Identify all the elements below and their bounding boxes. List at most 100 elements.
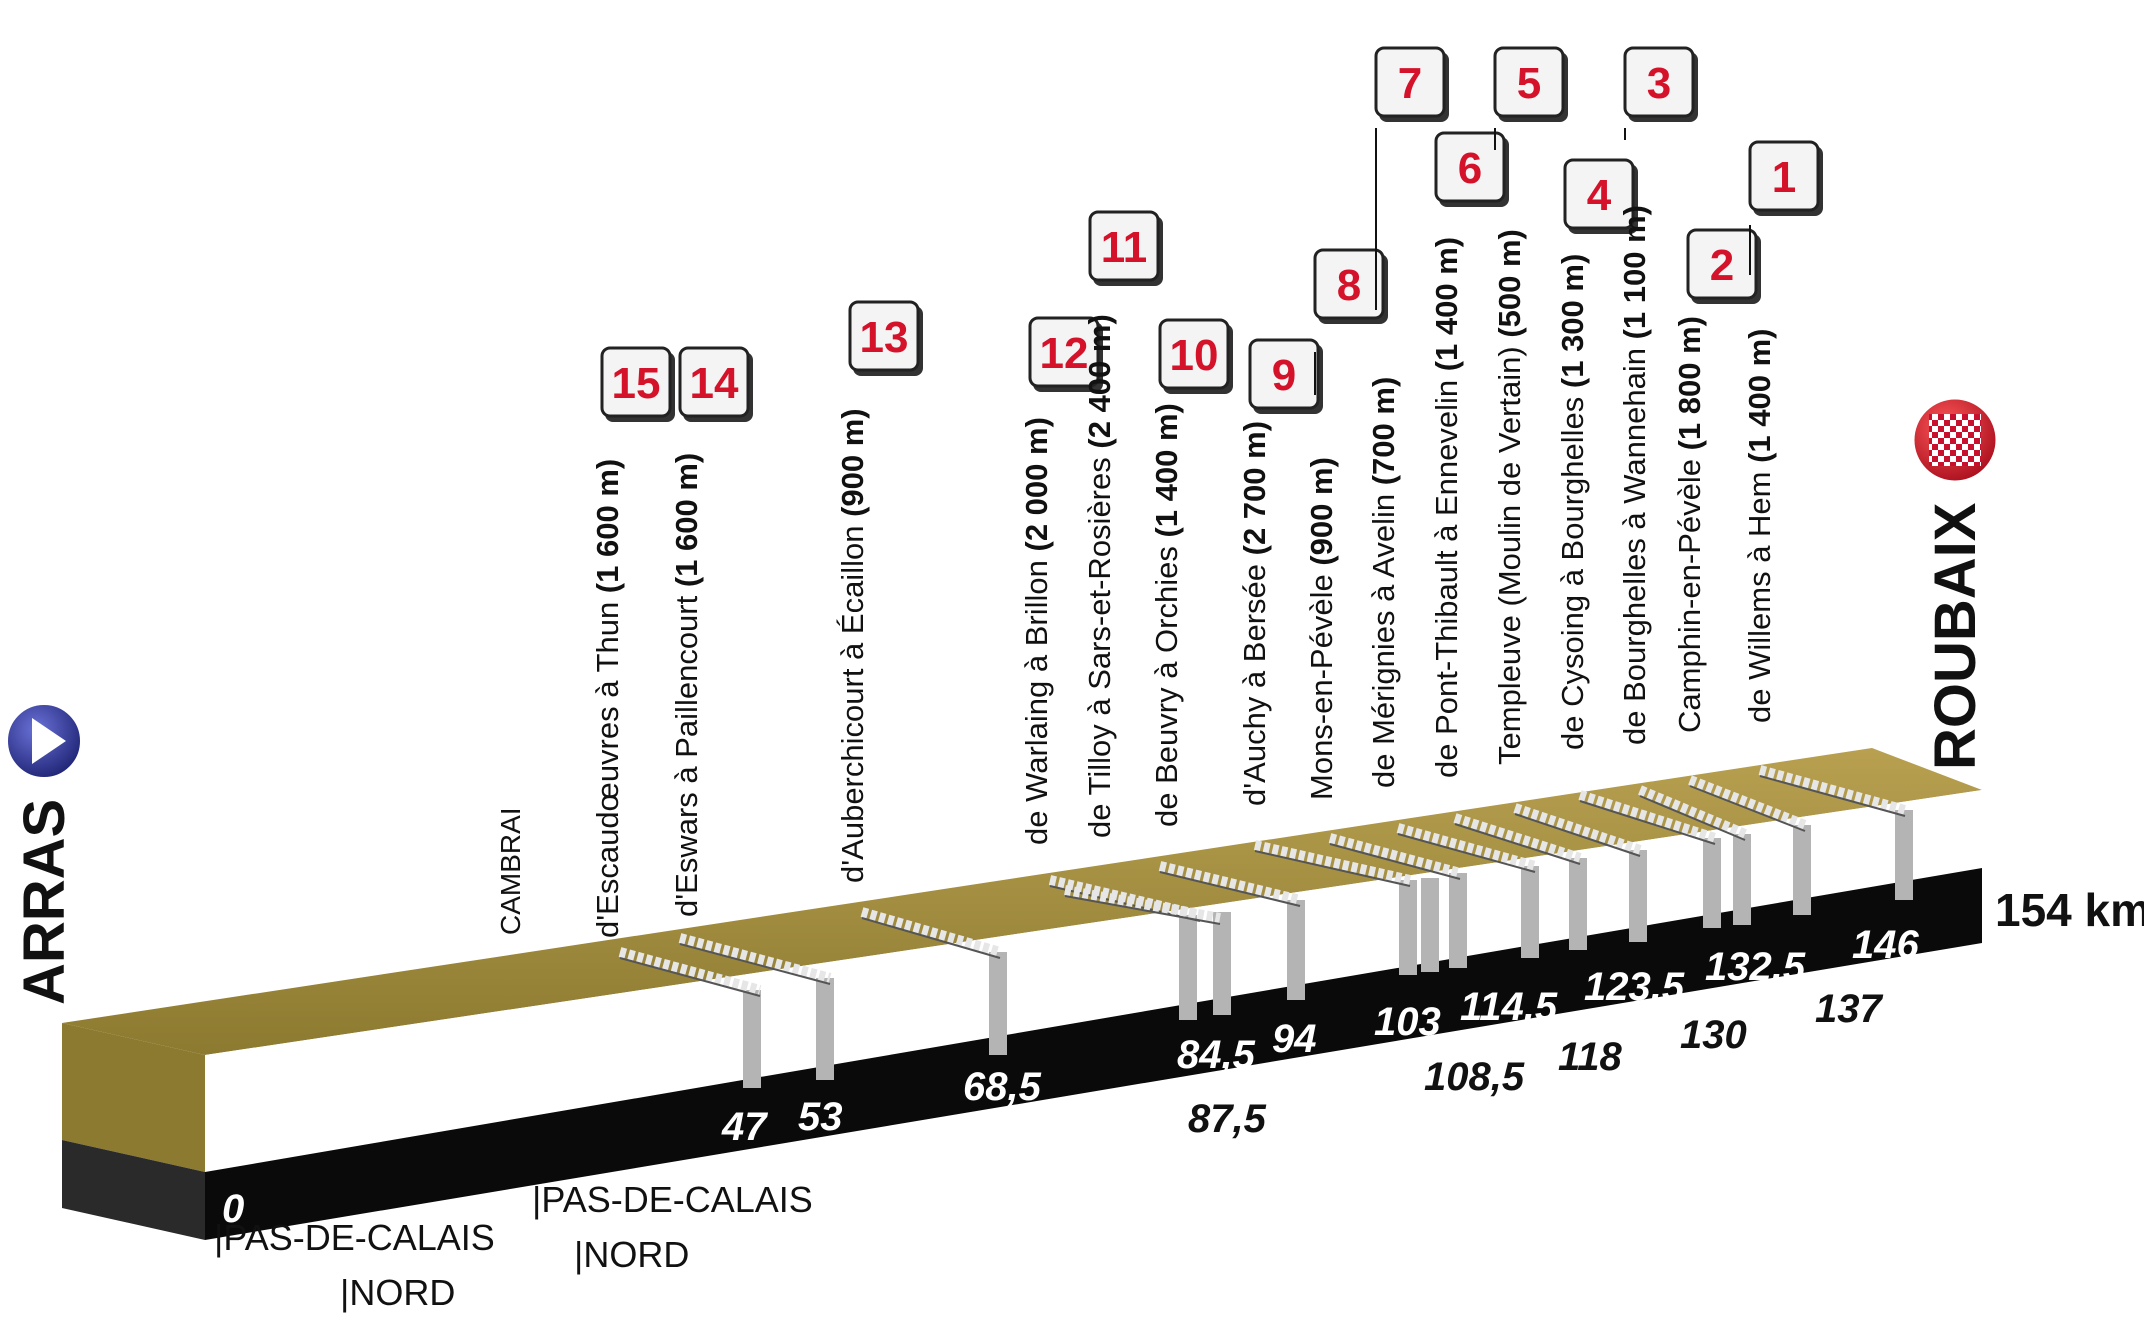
sector-pole: [1733, 834, 1751, 925]
sector-number: 15: [612, 359, 661, 408]
cobble-sector-edge: [1159, 871, 1301, 907]
km-marker: 118: [1558, 1035, 1623, 1079]
cobble-sector-edge: [1579, 800, 1716, 845]
sector-number: 7: [1398, 59, 1422, 108]
km-start: 0: [222, 1187, 244, 1231]
sector-number-badge: 6: [1434, 131, 1509, 207]
km-marker: 146: [1852, 923, 1919, 967]
sector-number: 10: [1170, 331, 1219, 380]
start-town: ARRAS: [12, 799, 77, 1005]
cobble-sector-edge: [1759, 775, 1906, 817]
base-left-face: [62, 1140, 205, 1240]
cobble-sector-edge: [1329, 843, 1461, 880]
sector-number-badge: 15: [600, 346, 675, 422]
sector-label: de Beuvry à Orchies (1 400 m): [1149, 403, 1184, 827]
region-label-2-top: |PAS-DE-CALAIS: [532, 1179, 813, 1220]
region-label-1-top: |PAS-DE-CALAIS: [214, 1217, 495, 1258]
sector-number: 9: [1272, 351, 1296, 400]
cobble-sector: [1328, 833, 1462, 878]
sector-number: 2: [1710, 241, 1734, 290]
base-front: [205, 868, 1982, 1240]
cobble-sector: [1396, 823, 1537, 871]
sector-label: Camphin-en-Pévèle (1 800 m): [1672, 316, 1707, 733]
cobble-sector-edge: [1254, 850, 1411, 887]
terrain-surface: [62, 748, 1982, 1055]
sector-number: 1: [1772, 153, 1796, 202]
sector-label: de Tilloy à Sars-et-Rosières (2 400 m): [1082, 314, 1117, 838]
sector-pole: [816, 978, 834, 1080]
sector-number-badge: 7: [1374, 46, 1449, 122]
sector-number-badge: 8: [1313, 248, 1388, 324]
sector-number-badge: 11: [1088, 210, 1163, 286]
sector-number-badge: 3: [1623, 46, 1698, 122]
cobble-sector: [618, 947, 762, 995]
cobble-sector: [1688, 775, 1807, 830]
region-label-2-bottom: |NORD: [574, 1234, 689, 1275]
sector-number: 6: [1458, 144, 1482, 193]
region-label-1-bottom: |NORD: [340, 1272, 455, 1313]
sector-cobbles: [618, 765, 1907, 997]
cobble-sector: [1578, 790, 1717, 843]
sector-number: 11: [1101, 223, 1148, 272]
km-marker: 68,5: [963, 1065, 1042, 1109]
sector-pole: [989, 952, 1007, 1055]
sector-pole: [1793, 825, 1811, 915]
sector-number-badge: 9: [1248, 338, 1323, 414]
sector-number-badge: 13: [848, 300, 923, 376]
sector-label: de Willems à Hem (1 400 m): [1742, 328, 1777, 723]
sector-pole: [1895, 810, 1913, 900]
sector-number: 8: [1337, 261, 1361, 310]
km-marker: 137: [1815, 987, 1883, 1031]
cobble-sector: [860, 907, 1002, 957]
km-markers-bottom: 87,5 108,5 118 130 137: [1188, 987, 1883, 1141]
cobble-sector: [1638, 785, 1747, 839]
sector-pole: [1629, 850, 1647, 942]
km-marker: 108,5: [1424, 1055, 1525, 1099]
cobble-sector-edge: [679, 943, 831, 985]
sector-pole: [1179, 915, 1197, 1020]
sector-pole: [743, 990, 761, 1088]
sector-number: 12: [1040, 329, 1089, 378]
finish-marker: ROUBAIX 154 km: [1911, 396, 2144, 936]
sector-label: d'Auberchicourt à Écaillon (900 m): [835, 408, 870, 883]
total-distance: 154 km: [1995, 884, 2144, 936]
cobble-sector: [1758, 765, 1907, 815]
km-marker: 94: [1272, 1017, 1317, 1061]
place-cambrai: CAMBRAI: [495, 807, 526, 935]
sector-pole: [1521, 866, 1539, 958]
cobble-sector-edge: [1064, 895, 1221, 925]
km-marker: 130: [1680, 1013, 1747, 1057]
cobble-sector-edge: [1454, 823, 1581, 865]
cobble-sector-edge: [619, 957, 761, 997]
sector-label: de Pont-Thibault à Ennevelin (1 400 m): [1429, 237, 1464, 778]
sector-number-badge: 4: [1563, 158, 1638, 234]
km-markers-top: 47 53 68,5 84,5 94 103 114,5 123,5 132,5…: [721, 923, 1919, 1149]
start-marker: ARRAS: [4, 701, 84, 1005]
cobble-sector: [678, 933, 832, 983]
km-marker: 53: [798, 1095, 843, 1139]
sector-number-badge: 10: [1158, 318, 1233, 394]
cobble-sector-edge: [1639, 795, 1746, 841]
sector-label: de Cysoing à Bourghelles (1 300 m): [1555, 254, 1590, 750]
sector-label: d'Auchy à Bersée (2 700 m): [1237, 421, 1272, 806]
sector-number: 13: [860, 313, 909, 362]
sector-label: de Warlaing à Brillon (2 000 m): [1019, 417, 1054, 845]
sector-number-badge: 5: [1493, 46, 1568, 122]
sector-pole: [1421, 878, 1439, 972]
sector-pole: [1213, 912, 1231, 1015]
km-marker: 123,5: [1584, 965, 1685, 1009]
sector-pole: [1569, 858, 1587, 950]
cobble-sector-edge: [1514, 813, 1641, 857]
sector-number: 3: [1647, 59, 1671, 108]
sector-pole: [1449, 873, 1467, 968]
sector-number-badge: 1: [1748, 140, 1823, 216]
cobble-sector: [1064, 885, 1221, 923]
sector-label: d'Escaudœuvres à Thun (1 600 m): [590, 459, 625, 938]
sector-label: de Bourghelles à Wannehain (1 100 m): [1617, 205, 1652, 745]
sector-number-badge: 14: [678, 346, 753, 422]
terrain-front-face: [62, 1023, 205, 1172]
km-marker: 87,5: [1188, 1097, 1267, 1141]
cobble-sector: [1158, 861, 1302, 905]
sector-labels: d'Escaudœuvres à Thun (1 600 m)15d'Eswar…: [590, 46, 1823, 938]
